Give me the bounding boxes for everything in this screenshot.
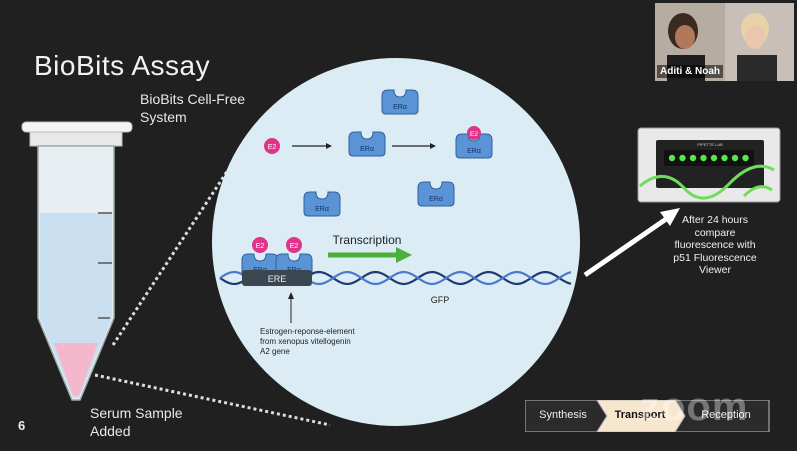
era-label: ERα	[393, 104, 407, 111]
fluorescent-well	[710, 154, 718, 162]
fluorescent-well	[721, 154, 728, 162]
step-reception: Reception	[701, 409, 751, 421]
fluorescent-well	[668, 154, 676, 162]
slide-title: BioBits Assay	[34, 50, 211, 81]
fluorescent-well	[742, 154, 749, 162]
e2-label: E2	[268, 144, 277, 151]
era-label: ERα	[360, 146, 374, 153]
era-label: ERα	[467, 148, 481, 155]
process-steps-bg	[525, 400, 770, 432]
fluorescent-well	[679, 154, 686, 162]
serum-label-line2: Added	[90, 423, 131, 439]
participant-name: Aditi & Noah	[657, 65, 723, 78]
e2-label: E2	[256, 243, 265, 250]
slide-number: 6	[18, 418, 26, 433]
e2-molecule	[286, 237, 302, 253]
fluorescent-well	[700, 154, 707, 162]
test-tube	[21, 121, 133, 401]
ere-note-line1: Estrogen-reponse-element	[260, 327, 355, 336]
e2-label: E2	[470, 131, 478, 138]
e2-molecule	[264, 138, 280, 154]
mechanism-diagram: ERα E2 ERα E2 ERα ERα ERα E2 E2 ERα ERα …	[219, 89, 572, 356]
transcription-label: Transcription	[333, 233, 402, 247]
viewer-caption-line1: After 24 hours	[682, 214, 748, 226]
system-label-line2: System	[140, 109, 187, 125]
transcription-arrow	[396, 247, 412, 263]
era-label: ERα	[315, 206, 329, 213]
participant-video[interactable]: Aditi & Noah	[655, 3, 794, 81]
ere-note-line3: A2 gene	[260, 347, 290, 356]
serum-label-line1: Serum Sample	[90, 405, 183, 421]
viewer-device-label: PIPETTE LAB	[697, 142, 723, 147]
mechanism-circle	[212, 58, 580, 426]
e2-label: E2	[290, 243, 299, 250]
step-synthesis: Synthesis	[539, 409, 587, 421]
viewer-caption-line3: fluorescence with	[674, 239, 756, 251]
e2-molecule	[467, 126, 481, 140]
system-label-line1: BioBits Cell-Free	[140, 91, 246, 107]
gfp-label: GFP	[431, 295, 450, 305]
viewer-caption-line2: compare	[694, 226, 736, 239]
ere-label: ERE	[268, 274, 287, 284]
ere-box	[242, 270, 312, 286]
era-label: ERα	[429, 196, 443, 203]
fluorescent-well	[689, 154, 697, 162]
fluorescence-viewer-image: PIPETTE LAB	[637, 127, 781, 203]
e2-molecule	[252, 237, 268, 253]
fluorescent-well	[731, 154, 739, 162]
step-transport: Transport	[614, 409, 666, 421]
ere-note-line2: from xenopus vitellogenin	[260, 337, 351, 346]
zoom-watermark: zoom	[640, 385, 749, 429]
viewer-caption: After 24 hours compare fluorescence with…	[660, 214, 770, 277]
viewer-caption-line5: Viewer	[699, 264, 731, 276]
viewer-caption-line4: p51 Fluorescence	[673, 251, 757, 264]
